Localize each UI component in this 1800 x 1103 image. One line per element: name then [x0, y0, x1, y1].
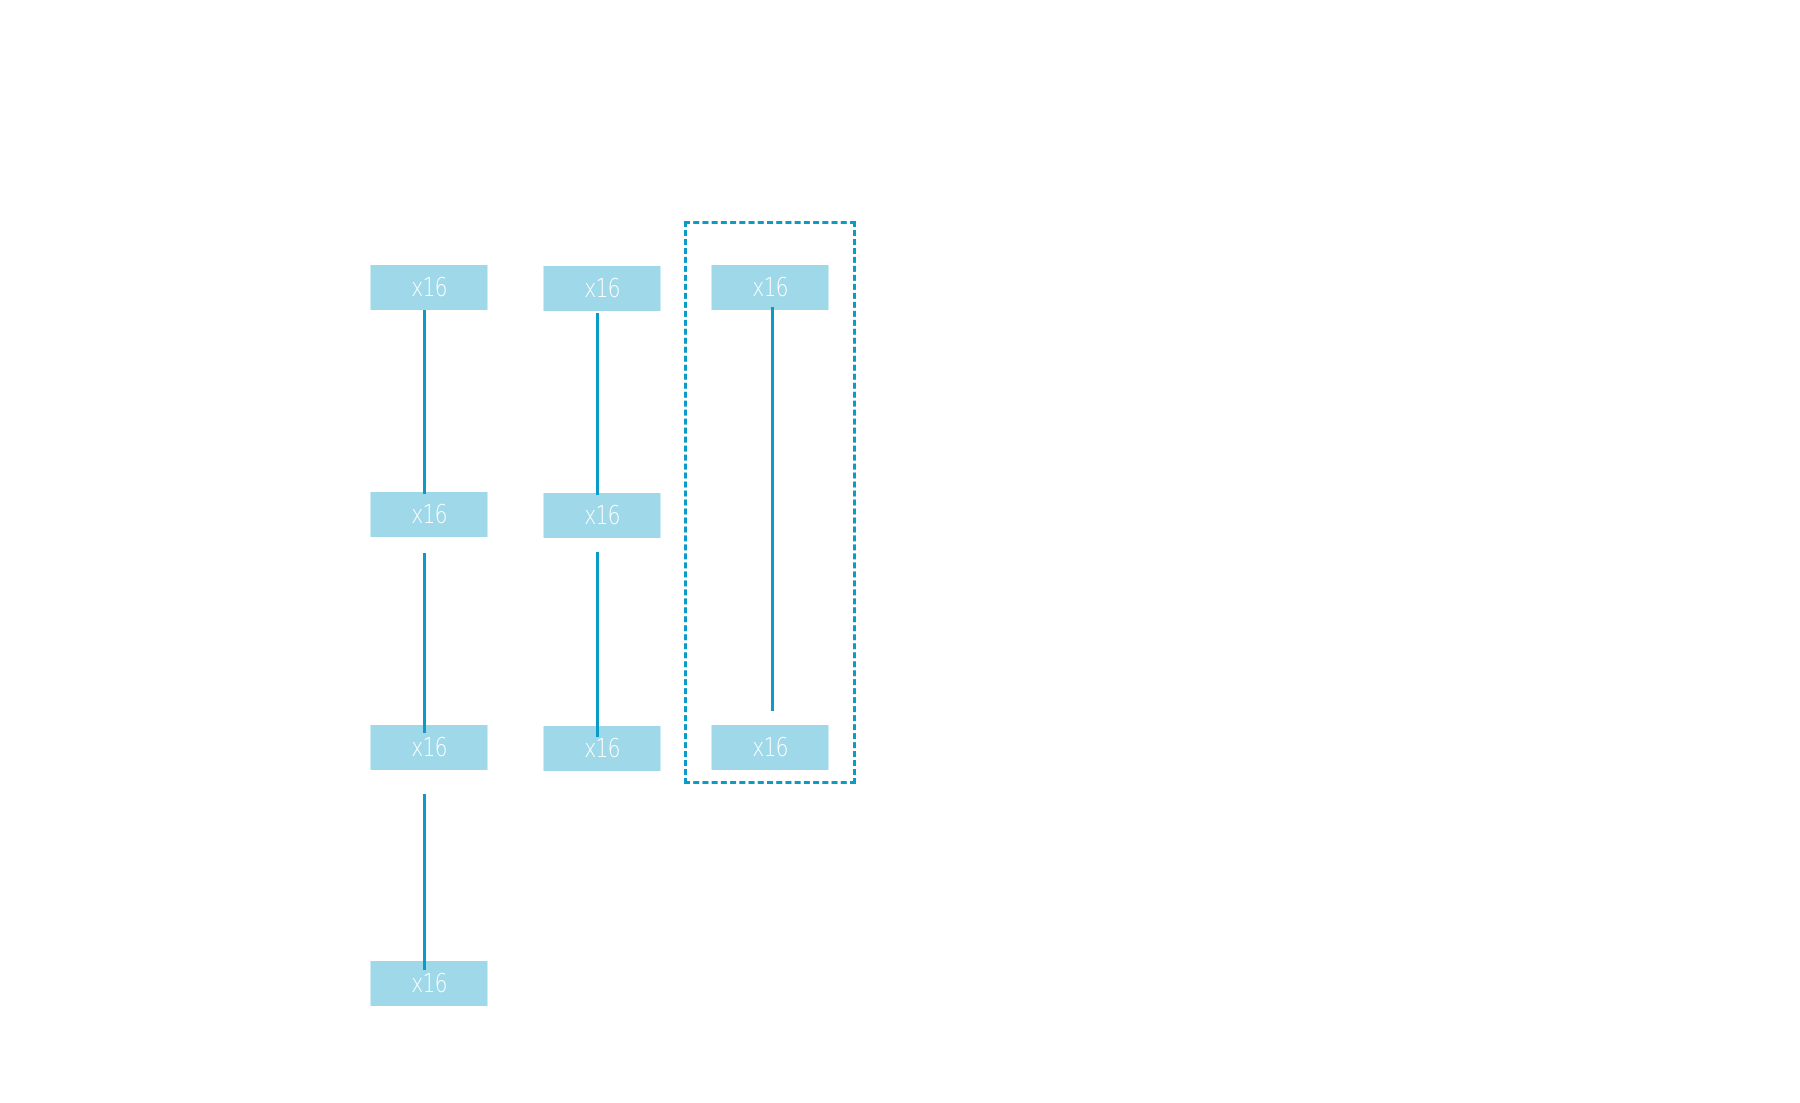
node-c2-r2[interactable]: x16 — [543, 493, 661, 538]
node-label: x16 — [584, 500, 620, 531]
connector-c1-r3-r4 — [423, 794, 426, 970]
node-label: x16 — [752, 272, 788, 303]
node-label: x16 — [411, 968, 447, 999]
connector-c1-r2-r3 — [423, 553, 426, 733]
node-label: x16 — [411, 499, 447, 530]
node-label: x16 — [584, 273, 620, 304]
connector-c1-r1-r2 — [423, 310, 426, 494]
node-c1-r2[interactable]: x16 — [370, 492, 488, 537]
dashed-group-box — [684, 221, 856, 784]
connector-c2-r2-r3 — [596, 552, 599, 737]
node-label: x16 — [584, 733, 620, 764]
connector-c3-r1-r2 — [771, 307, 774, 711]
node-label: x16 — [411, 272, 447, 303]
node-c3-r1[interactable]: x16 — [711, 265, 829, 310]
node-c2-r1[interactable]: x16 — [543, 266, 661, 311]
node-c1-r4[interactable]: x16 — [370, 961, 488, 1006]
node-label: x16 — [411, 732, 447, 763]
node-c2-r3[interactable]: x16 — [543, 726, 661, 771]
node-label: x16 — [752, 732, 788, 763]
node-c3-r2[interactable]: x16 — [711, 725, 829, 770]
connector-c2-r1-r2 — [596, 313, 599, 495]
node-c1-r3[interactable]: x16 — [370, 725, 488, 770]
node-c1-r1[interactable]: x16 — [370, 265, 488, 310]
